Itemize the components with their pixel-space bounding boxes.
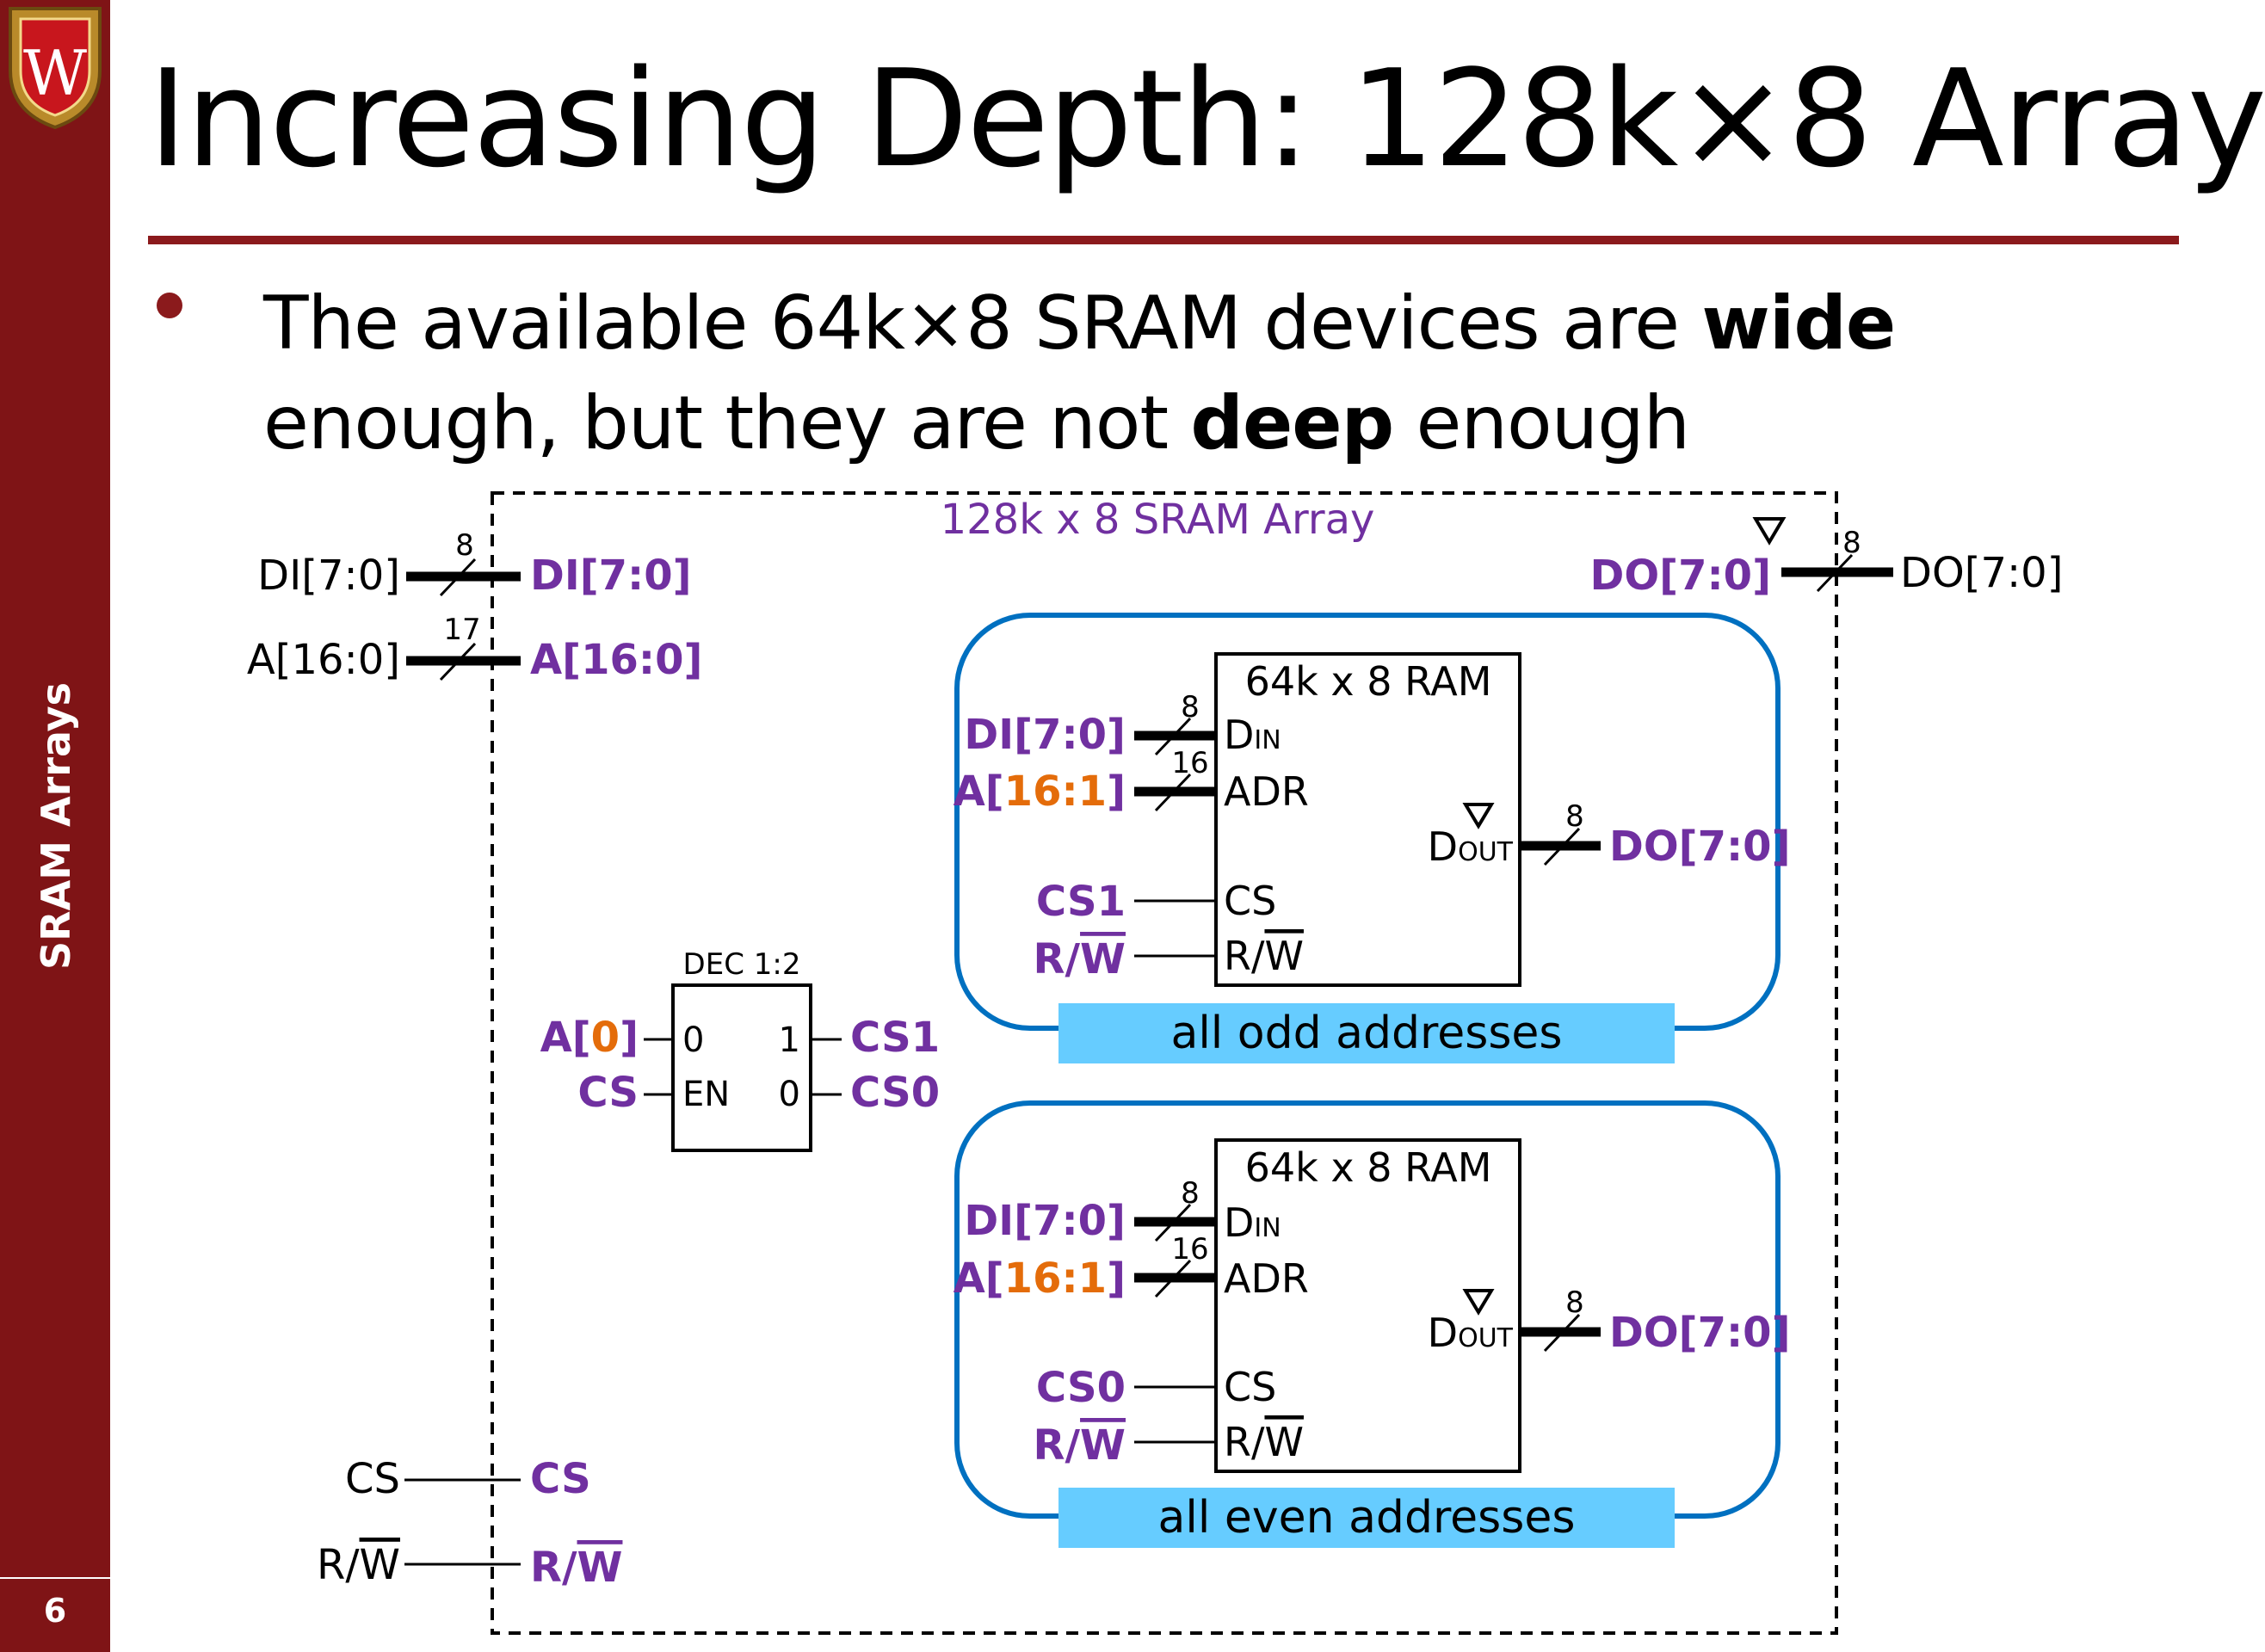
ram-odd-di-width: 8 xyxy=(1181,690,1200,724)
ram-odd-rw-pin: R/W xyxy=(1224,933,1304,979)
ram-even-sig-di: DI[7:0] xyxy=(964,1197,1126,1245)
bullet-text: The available 64k×8 SRAM devices are wid… xyxy=(263,274,2191,473)
ram-even-band-label: all even addresses xyxy=(1158,1492,1576,1544)
ram-odd-dout-pin: DOUT xyxy=(1428,823,1514,870)
ram-odd-adr-pin: ADR xyxy=(1224,768,1309,815)
ram-odd-band xyxy=(1058,1003,1675,1063)
ram-even-sig-rw: R/W xyxy=(1034,1421,1126,1470)
bullet-dot xyxy=(157,293,182,318)
ram-odd-cs-pin: CS xyxy=(1224,878,1276,924)
ram-odd-a-slash xyxy=(1154,773,1192,812)
logo-letter: W xyxy=(23,37,87,109)
ram-odd-band-label: all odd addresses xyxy=(1170,1008,1562,1059)
sram-array-diagram: 128k x 8 SRAM Array DI[7:0] 8 DI[7:0] A[… xyxy=(247,491,2063,1635)
slide-number: 6 xyxy=(43,1592,67,1630)
ram-odd-din-pin: DIN xyxy=(1224,712,1281,758)
input-cs-label: CS xyxy=(345,1455,400,1503)
ram-even-din-pin: DIN xyxy=(1224,1199,1281,1246)
di-bus-width: 8 xyxy=(455,528,474,563)
a-bus-width: 17 xyxy=(443,613,480,647)
page-title: Increasing Depth: 128k×8 Array xyxy=(148,40,2265,197)
ram-odd-sig-a: A[16:1] xyxy=(954,767,1126,816)
input-rw-label: R/W xyxy=(317,1541,400,1589)
bullet-bold-deep: deep xyxy=(1190,380,1394,466)
bullet-text-part3: enough xyxy=(1393,380,1691,466)
ram-even-do-width: 8 xyxy=(1565,1285,1584,1320)
ram-odd-box xyxy=(1214,652,1521,987)
ram-odd-title: 64k x 8 RAM xyxy=(1245,658,1492,705)
ram-odd-tristate-icon xyxy=(1462,803,1495,829)
input-a-label: A[16:0] xyxy=(247,636,400,684)
decoder-in-a0: A[0] xyxy=(540,1014,639,1062)
ram-odd-sig-rw: R/W xyxy=(1034,935,1126,983)
university-crest-logo: W xyxy=(9,7,102,130)
ram-even-a-width: 16 xyxy=(1171,1232,1208,1267)
bullet-text-part1: The available 64k×8 SRAM devices are xyxy=(263,280,1702,367)
ram-even-rw-pin: R/W xyxy=(1224,1419,1304,1465)
ram-odd-sig-di: DI[7:0] xyxy=(964,711,1126,759)
port-do-label: DO[7:0] xyxy=(1589,552,1771,600)
decoder-out-cs0: CS0 xyxy=(850,1069,940,1117)
ram-odd-group: all odd addresses 64k x 8 RAM DIN ADR CS… xyxy=(954,613,1791,1063)
ram-even-dout-pin: DOUT xyxy=(1428,1310,1514,1356)
ram-even-sig-cs: CS0 xyxy=(1036,1364,1126,1412)
ram-even-a-slash xyxy=(1154,1259,1192,1298)
decoder-box xyxy=(671,983,812,1152)
ram-even-adr-pin: ADR xyxy=(1224,1255,1309,1302)
ram-odd-sig-do: DO[7:0] xyxy=(1609,823,1791,871)
ram-even-sig-do: DO[7:0] xyxy=(1609,1309,1791,1357)
port-cs-label: CS xyxy=(530,1455,591,1503)
ram-even-box xyxy=(1214,1138,1521,1473)
decoder-pin-1: 1 xyxy=(779,1020,800,1060)
array-title: 128k x 8 SRAM Array xyxy=(941,496,1375,544)
decoder-in-cs: CS xyxy=(577,1069,639,1117)
ram-even-group: all even addresses 64k x 8 RAM DIN ADR C… xyxy=(954,1100,1791,1548)
sidebar-divider xyxy=(0,1577,110,1579)
ram-even-do-slash xyxy=(1543,1313,1581,1353)
do-bus-width: 8 xyxy=(1842,526,1861,560)
decoder-out-cs1: CS1 xyxy=(850,1014,940,1062)
port-a-label: A[16:0] xyxy=(530,636,702,684)
a-bus-slash xyxy=(439,642,477,681)
decoder-pin-out0: 0 xyxy=(779,1075,800,1114)
ram-even-title: 64k x 8 RAM xyxy=(1245,1144,1492,1191)
ram-even-tristate-icon xyxy=(1462,1289,1495,1316)
decoder-label: DEC 1:2 xyxy=(683,947,801,982)
decoder-pin-0: 0 xyxy=(682,1020,704,1060)
title-rule xyxy=(148,236,2179,244)
port-di-label: DI[7:0] xyxy=(530,552,692,600)
ram-even-band xyxy=(1058,1488,1675,1548)
ram-odd-a-width: 16 xyxy=(1171,746,1208,780)
tristate-triangle-icon xyxy=(1752,517,1787,546)
input-di-label: DI[7:0] xyxy=(257,552,400,600)
do-bus-slash xyxy=(1816,553,1854,593)
bullet-bold-wide: wide xyxy=(1701,280,1896,367)
ram-even-di-width: 8 xyxy=(1181,1176,1200,1211)
port-rw-label: R/W xyxy=(530,1544,622,1592)
ram-even-sig-a: A[16:1] xyxy=(954,1254,1126,1303)
output-do-label: DO[7:0] xyxy=(1900,549,2063,597)
array-boundary xyxy=(491,491,1838,1635)
bullet-text-part2: enough, but they are not xyxy=(263,380,1191,466)
ram-odd-di-slash xyxy=(1154,717,1192,756)
ram-odd-sig-cs: CS1 xyxy=(1036,878,1126,926)
sidebar xyxy=(0,0,110,1652)
di-bus-slash xyxy=(439,558,477,597)
ram-odd-do-slash xyxy=(1543,827,1581,866)
ram-odd-do-width: 8 xyxy=(1565,799,1584,834)
decoder-pin-en: EN xyxy=(682,1075,730,1114)
ram-even-cs-pin: CS xyxy=(1224,1364,1276,1410)
ram-even-di-slash xyxy=(1154,1203,1192,1242)
